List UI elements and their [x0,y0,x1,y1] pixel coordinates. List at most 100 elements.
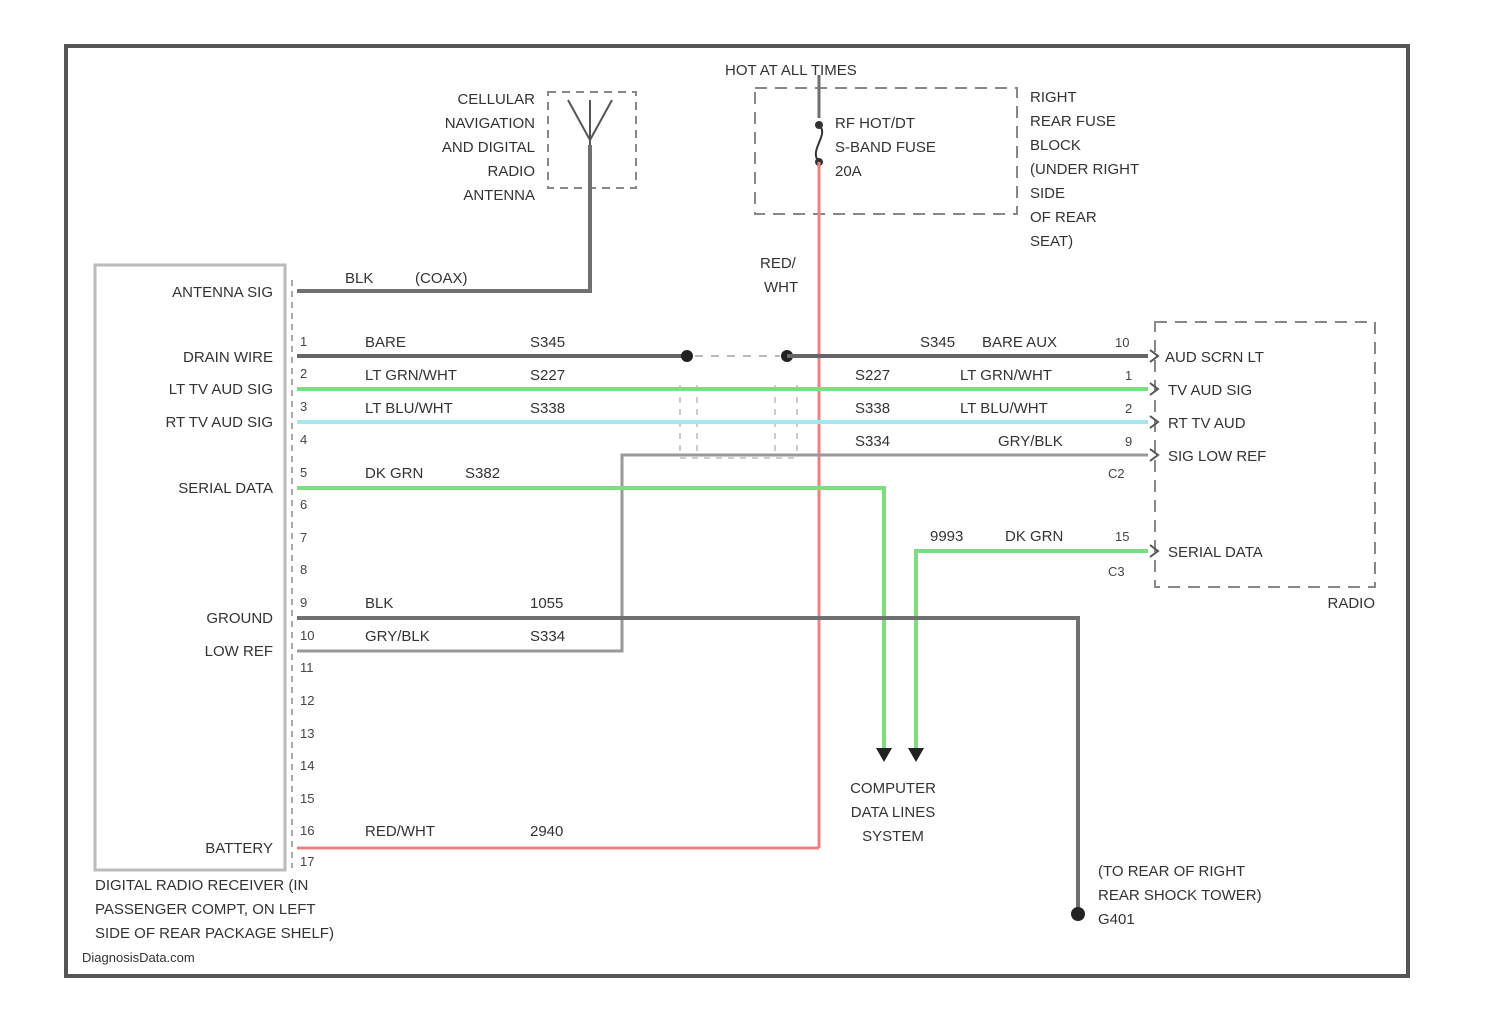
fuse-name-line3: 20A [835,163,862,180]
fuse-location-line2: REAR FUSE [1030,113,1116,130]
antenna-label-line3: AND DIGITAL [442,139,535,156]
antenna-label-line2: NAVIGATION [445,115,535,132]
radio-serial-color: DK GRN [1005,528,1063,545]
fuse-name-line1: RF HOT/DT [835,115,915,132]
radio-pin-label-serial: SERIAL DATA [1168,544,1263,561]
receiver-pin-label-lowref: LOW REF [205,643,273,660]
receiver-pin-14: 14 [300,758,314,773]
receiver-pin-10: 10 [300,628,314,643]
serial-data-wire-radio [916,551,1148,748]
serial-wire-color: DK GRN [365,465,423,482]
radio-serial-circuit: 9993 [930,528,963,545]
fuse-name-line2: S-BAND FUSE [835,139,936,156]
antenna-label-line4: RADIO [487,163,535,180]
radio-rt-tv-pin: 2 [1125,401,1132,416]
radio-drain-color: BARE AUX [982,334,1057,351]
radio-lt-tv-color: LT GRN/WHT [960,367,1052,384]
lt-tv-wire-circuit: S227 [530,367,565,384]
antenna-icon [568,100,612,145]
antenna-wire-type: (COAX) [415,270,468,287]
hot-at-all-times-label: HOT AT ALL TIMES [725,62,857,79]
receiver-pin-label-battery: BATTERY [205,840,273,857]
receiver-pin-4: 4 [300,432,307,447]
receiver-pin-9: 9 [300,595,307,610]
serial-wire-circuit: S382 [465,465,500,482]
fuse-location-line3: BLOCK [1030,137,1081,154]
diagram-frame [66,46,1408,976]
feed-wire-color-line2: WHT [764,279,798,296]
receiver-caption-line1: DIGITAL RADIO RECEIVER (IN [95,877,308,894]
receiver-pin-label-rt-tv: RT TV AUD SIG [165,414,273,431]
receiver-pin-1: 1 [300,334,307,349]
radio-label: RADIO [1327,595,1375,612]
serial-arrow-receiver [876,748,892,762]
ground-label-line2: REAR SHOCK TOWER) [1098,887,1262,904]
fuse-element [816,125,822,162]
receiver-pin-16: 16 [300,823,314,838]
drain-wire-circuit: S345 [530,334,565,351]
ground-wire-color: BLK [365,595,393,612]
receiver-pin-5: 5 [300,465,307,480]
ground-wire [297,618,1078,910]
ground-point [1071,907,1085,921]
radio-rt-tv-color: LT BLU/WHT [960,400,1048,417]
rt-tv-wire-circuit: S338 [530,400,565,417]
radio-serial-pin: 15 [1115,529,1129,544]
computer-label-line2: DATA LINES [851,804,935,821]
feed-wire-color-line1: RED/ [760,255,797,272]
radio-drain-pin: 10 [1115,335,1129,350]
radio-lowref-color: GRY/BLK [998,433,1063,450]
antenna-wire-color: BLK [345,270,373,287]
radio-pin-label-rt-tv: RT TV AUD [1168,415,1246,432]
receiver-caption-line2: PASSENGER COMPT, ON LEFT [95,901,316,918]
radio-rt-tv-circuit: S338 [855,400,890,417]
receiver-pin-label-serial: SERIAL DATA [178,480,273,497]
receiver-pin-7: 7 [300,530,307,545]
radio-connector-c3: C3 [1108,564,1125,579]
receiver-pin-15: 15 [300,791,314,806]
antenna-label-line5: ANTENNA [463,187,535,204]
receiver-pin-numbers: 1 2 3 4 5 6 7 8 9 10 11 12 13 14 15 16 1… [300,334,314,869]
receiver-pin-2: 2 [300,366,307,381]
receiver-pin-17: 17 [300,854,314,869]
receiver-pin-6: 6 [300,497,307,512]
computer-label-line1: COMPUTER [850,780,936,797]
radio-connector-c2: C2 [1108,466,1125,481]
drain-wire-color: BARE [365,334,406,351]
lt-tv-wire-color: LT GRN/WHT [365,367,457,384]
ground-label-line1: (TO REAR OF RIGHT [1098,863,1245,880]
radio-pin-label-lowref: SIG LOW REF [1168,448,1266,465]
computer-label-line3: SYSTEM [862,828,924,845]
battery-wire-color: RED/WHT [365,823,435,840]
lowref-wire-circuit: S334 [530,628,565,645]
radio-lt-tv-pin: 1 [1125,368,1132,383]
fuse-location-line4: (UNDER RIGHT [1030,161,1139,178]
radio-drain-circuit: S345 [920,334,955,351]
serial-arrow-radio [908,748,924,762]
radio-lowref-circuit: S334 [855,433,890,450]
receiver-pin-label-antenna: ANTENNA SIG [172,284,273,301]
fuse-location-line5: SIDE [1030,185,1065,202]
drain-wire-end-left [681,350,693,362]
receiver-pin-label-ground: GROUND [206,610,273,627]
radio-pin-label-aud-lt: AUD SCRN LT [1165,349,1264,366]
receiver-pin-11: 11 [300,660,314,675]
antenna-label-line1: CELLULAR [457,91,535,108]
radio-lowref-pin: 9 [1125,434,1132,449]
ground-wire-circuit: 1055 [530,595,563,612]
ground-label-line3: G401 [1098,911,1135,928]
receiver-pin-3: 3 [300,399,307,414]
receiver-pin-label-drain: DRAIN WIRE [183,349,273,366]
receiver-pin-8: 8 [300,562,307,577]
lowref-wire-color: GRY/BLK [365,628,430,645]
receiver-pin-label-lt-tv: LT TV AUD SIG [169,381,273,398]
radio-lt-tv-circuit: S227 [855,367,890,384]
fuse-location-line1: RIGHT [1030,89,1077,106]
battery-wire-circuit: 2940 [530,823,563,840]
receiver-pin-13: 13 [300,726,314,741]
radio-pin-label-tv-aud: TV AUD SIG [1168,382,1252,399]
fuse-location-line6: OF REAR [1030,209,1097,226]
receiver-caption-line3: SIDE OF REAR PACKAGE SHELF) [95,925,334,942]
watermark: DiagnosisData.com [82,950,195,965]
